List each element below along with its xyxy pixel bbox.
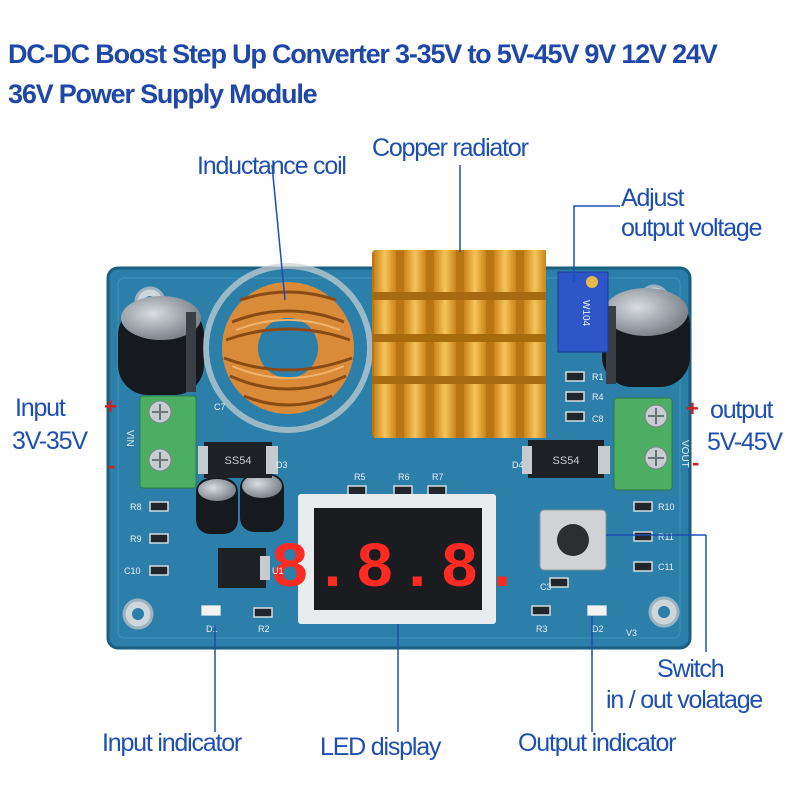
- input-plus-sign: +: [104, 394, 117, 419]
- diode-d4: [522, 440, 610, 478]
- label-input-indicator: Input indicator: [102, 729, 242, 757]
- c11-text: C11: [658, 562, 674, 572]
- r3-text: R3: [536, 624, 548, 634]
- tactile-switch: [539, 509, 607, 571]
- r2-text: R2: [258, 624, 270, 634]
- c7-text: C7: [214, 402, 226, 412]
- d1-text: D1: [206, 624, 218, 634]
- label-input-line2: 3V-35V: [12, 427, 88, 455]
- page-title: DC-DC Boost Step Up Converter 3-35V to 5…: [8, 34, 798, 114]
- label-output-line2: 5V-45V: [707, 428, 783, 456]
- copper-radiator: [372, 250, 546, 438]
- label-output-indicator: Output indicator: [518, 729, 676, 757]
- title-line-2: 36V Power Supply Module: [8, 79, 318, 109]
- r6-text: R6: [398, 472, 410, 482]
- input-terminal: [139, 395, 197, 489]
- label-adjust-line2: output voltage: [621, 214, 762, 242]
- input-led: [202, 606, 220, 615]
- capacitor-right: [602, 288, 690, 387]
- r11-text: R11: [658, 532, 674, 542]
- r7-text: R7: [432, 472, 444, 482]
- capacitor-left: [118, 296, 204, 395]
- label-output-line1: output: [710, 396, 774, 424]
- ss54-right-text: SS54: [553, 455, 580, 467]
- d4-text: D4: [512, 460, 524, 470]
- c8-text: C8: [592, 414, 604, 424]
- r5-text: R5: [354, 472, 366, 482]
- output-minus-sign: -: [692, 450, 700, 475]
- label-input-line1: Input: [15, 394, 66, 422]
- small-capacitors: [196, 474, 284, 534]
- r10-text: R10: [658, 502, 675, 512]
- vin-text: VIN: [124, 430, 135, 447]
- label-adjust-line1: Adjust: [621, 184, 685, 212]
- inductor-coil: [203, 263, 373, 433]
- c3-text: C3: [540, 582, 552, 592]
- input-minus-sign: -: [108, 453, 116, 478]
- title-line-1: DC-DC Boost Step Up Converter 3-35V to 5…: [8, 39, 718, 69]
- r4-text: R4: [592, 392, 604, 402]
- output-plus-sign: +: [686, 396, 699, 421]
- pot-code-text: W104: [580, 300, 591, 327]
- label-led-display: LED display: [320, 733, 441, 761]
- potentiometer: W104: [557, 271, 609, 353]
- regulator-u1: [218, 548, 270, 588]
- vout-text: VOUT: [679, 440, 690, 468]
- output-led: [588, 606, 606, 615]
- label-inductance-coil: Inductance coil: [197, 152, 347, 180]
- d3-text: D3: [276, 460, 288, 470]
- v3-text: V3: [626, 628, 637, 638]
- ss54-left-text: SS54: [225, 455, 252, 467]
- label-switch-line1: Switch: [657, 655, 725, 683]
- output-terminal: [613, 397, 673, 491]
- diode-d3: [198, 442, 278, 478]
- c10-text: C10: [124, 566, 141, 576]
- r8-text: R8: [130, 502, 142, 512]
- d2-text: D2: [592, 624, 604, 634]
- u1-text: U1: [272, 566, 284, 576]
- r9-text: R9: [130, 534, 142, 544]
- led-digits: 8.8.8.: [271, 534, 525, 606]
- label-copper-radiator: Copper radiator: [372, 134, 529, 162]
- r1-text: R1: [592, 372, 604, 382]
- leader-lines: [214, 164, 707, 732]
- led-display: [298, 494, 496, 624]
- label-switch-line2: in / out volatage: [606, 686, 763, 714]
